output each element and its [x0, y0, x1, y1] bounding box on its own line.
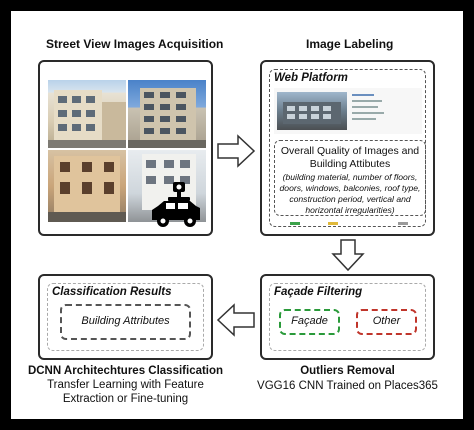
attributes-line-4: horizontal irregularities): [305, 205, 395, 215]
building-illustration: [48, 156, 126, 222]
building-illustration: [128, 88, 206, 148]
labeling-panel: Web Platform Overall Quality of Images a…: [260, 60, 435, 236]
building-illustration: [283, 102, 341, 124]
street-view-car-icon: [152, 182, 200, 227]
attributes-line-1: (building material, number of floors,: [282, 172, 418, 182]
other-category-box: [356, 309, 417, 335]
right-arrow-icon: [217, 134, 256, 168]
building-attributes-label: Building Attributes: [81, 315, 170, 327]
labeling-title: Image Labeling: [306, 37, 394, 51]
acquisition-panel: [38, 60, 213, 236]
quality-line-2: Building Attibutes: [309, 158, 391, 170]
filtering-caption-title: Outliers Removal: [300, 365, 395, 377]
building-attributes-box: [60, 304, 191, 340]
quality-line-1: Overall Quality of Images and: [280, 145, 420, 157]
platform-button-green: [290, 222, 300, 225]
screenshot-building-photo: [277, 92, 347, 130]
web-platform-screenshot: [274, 88, 422, 134]
quality-attributes-box: [274, 140, 426, 216]
web-platform-title: Web Platform: [274, 72, 348, 84]
building-illustration: [48, 90, 126, 148]
classification-title: Classification Results: [52, 286, 172, 298]
filtering-inner-frame: [269, 283, 426, 351]
down-arrow-icon: [331, 239, 365, 272]
filtering-caption-sub: VGG16 CNN Trained on Places365: [257, 380, 438, 392]
street-photo-top-right: [128, 80, 206, 148]
attributes-line-3: construction period, vertical and: [289, 194, 411, 204]
classification-panel: Classification Results Building Attribut…: [38, 274, 213, 360]
classification-caption-sub-1: Transfer Learning with Feature: [47, 379, 204, 391]
attributes-line-2: doors, windows, balconies, roof type,: [279, 183, 421, 193]
acquisition-title: Street View Images Acquisition: [46, 37, 224, 51]
facade-category-label: Façade: [291, 315, 328, 327]
classification-caption-title: DCNN Architechtures Classification: [27, 365, 224, 377]
classification-caption-sub-2: Extraction or Fine-tuning: [62, 393, 189, 405]
left-arrow-icon: [216, 303, 255, 337]
street-photo-top-left: [48, 80, 126, 148]
screenshot-form-lines: [352, 92, 418, 130]
filtering-panel: Façade Filtering Façade Other: [260, 274, 435, 360]
platform-button-yellow: [328, 222, 338, 225]
street-photo-bottom-left: [48, 150, 126, 222]
platform-button-gray: [398, 222, 408, 225]
facade-category-box: [279, 309, 340, 335]
other-category-label: Other: [372, 315, 401, 327]
classification-inner-frame: [47, 283, 204, 351]
filtering-title: Façade Filtering: [274, 286, 363, 298]
